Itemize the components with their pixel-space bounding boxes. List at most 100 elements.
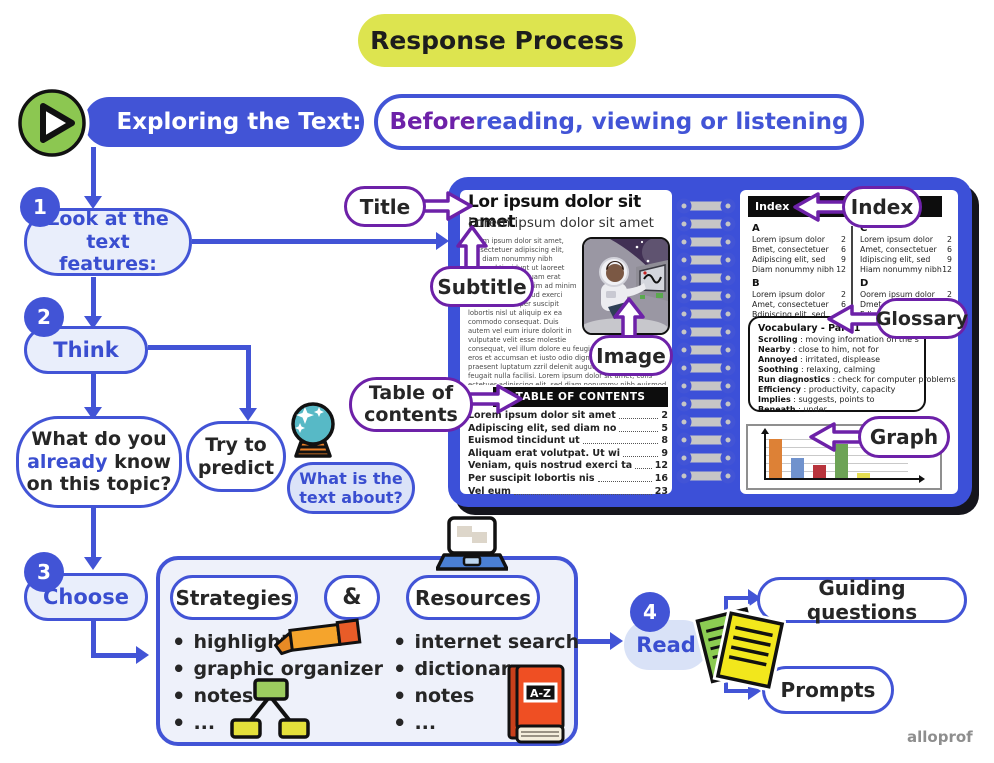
toc-label: Vel eum (468, 485, 511, 497)
index-letter: C (860, 223, 868, 234)
lesson-label-pill: Exploring the Text: (84, 97, 364, 147)
connector-step1-step2 (91, 277, 96, 319)
page-title-text: Lor ipsum dolor sit amet (468, 192, 641, 232)
know-post: know on this topic? (26, 450, 172, 496)
watermark: alloprof (907, 728, 973, 746)
graph-y-axis (764, 432, 766, 480)
list-item: notes (393, 682, 579, 709)
connector-box-read (578, 639, 612, 644)
step-badge-1: 1 (20, 187, 60, 227)
bar (813, 465, 826, 479)
laptop-icon (436, 516, 508, 574)
x-axis-arrow-icon (919, 475, 925, 483)
spiral-binding (676, 198, 736, 488)
page-subtitle-text: Lorem ipsum dolor sit amet (468, 215, 654, 231)
toc-banner: TABLE OF CONTENTS (493, 387, 668, 407)
dictionary-label: A-Z (530, 687, 551, 700)
ampersand-pill: & (324, 575, 380, 620)
toc-row: Euismod tincidunt ut 8 (468, 435, 668, 446)
know-pre: What do you (31, 427, 167, 450)
connector-guiding (724, 596, 750, 600)
guiding-questions-pill: Guiding questions (757, 576, 967, 624)
arrow-left-icon (792, 191, 848, 223)
toc-label: Euismod tincidunt ut (468, 435, 580, 447)
step1-pill: Look at the text features: (24, 208, 192, 276)
index-letter: D (860, 277, 869, 289)
know-question-pill: What do you already know on this topic? (16, 416, 182, 508)
toc-row: Aliquam erat volutpat. Ut wi 9 (468, 448, 668, 459)
graph-x-axis (764, 478, 920, 480)
phase-rest: reading, viewing or listening (475, 109, 849, 135)
sticky-notes-icon (692, 602, 786, 692)
lesson-phase-pill: Before reading, viewing or listening (374, 94, 864, 150)
dictionary-icon: A-Z (506, 664, 566, 746)
callout-image: Image (589, 335, 673, 376)
graphic-organizer-icon (228, 676, 312, 742)
vocab-row: Implies : suggests, points to (758, 395, 875, 404)
list-item: graphic organizer (172, 655, 383, 682)
list-item: internet search (393, 628, 579, 655)
callout-subtitle: Subtitle (430, 266, 534, 307)
vocab-row: Soothing : relaxing, calming (758, 365, 876, 374)
list-item: notes (172, 682, 383, 709)
page-title: Response Process (358, 14, 636, 67)
arrowhead-read (610, 632, 623, 650)
connector-step1-notebook (192, 239, 438, 244)
strategies-pill: Strategies (170, 575, 298, 620)
toc-row: Per suscipit lobortis nis 16 (468, 473, 668, 484)
prompts-pill: Prompts (762, 666, 894, 714)
toc-label: Lorem ipsum dolor sit amet (468, 410, 616, 421)
arrowhead-strategies (136, 646, 149, 664)
vocab-row: Scrolling : moving information on the s (758, 335, 919, 344)
callout-index: Index (842, 186, 922, 228)
step-badge-2: 2 (24, 297, 64, 337)
arrow-left-icon (808, 421, 864, 453)
toc-page: 12 (654, 460, 668, 472)
phase-highlight: Before (389, 109, 476, 135)
toc-page: 8 (661, 435, 668, 447)
vocab-row: Beneath : under (758, 405, 827, 414)
bar (857, 473, 870, 479)
bar (791, 458, 804, 479)
bar (769, 439, 782, 479)
callout-toc: Table of contents (349, 377, 473, 432)
toc-page: 16 (654, 472, 668, 484)
callout-title: Title (344, 186, 426, 227)
step-badge-4: 4 (630, 592, 670, 632)
index-letter: A (752, 223, 760, 234)
list-item: ... (393, 709, 579, 736)
toc-page: 9 (661, 447, 668, 459)
arrow-right-icon (420, 190, 474, 222)
connector-step2-know (91, 374, 96, 410)
connector-know-step3 (91, 507, 96, 560)
resources-pill: Resources (406, 575, 540, 620)
list-item: dictionary (393, 655, 579, 682)
arrow-right-icon (466, 383, 524, 415)
toc-label: Adipiscing elit, sed diam no (468, 422, 617, 434)
play-icon (14, 85, 90, 161)
callout-graph: Graph (858, 416, 950, 458)
index-divider (851, 226, 853, 308)
toc-label: Aliquam erat volutpat. Ut wi (468, 447, 620, 459)
vocab-row: Efficiency : productivity, capacity (758, 385, 896, 394)
bar-chart (769, 435, 870, 479)
callout-glossary: Glossary (876, 298, 968, 339)
arrow-left-icon (826, 303, 882, 335)
glossary-title: Vocabulary - Part 1 (758, 323, 861, 334)
highlighter-icon (270, 615, 366, 662)
toc-label: Per suscipit lobortis nis (468, 472, 595, 484)
